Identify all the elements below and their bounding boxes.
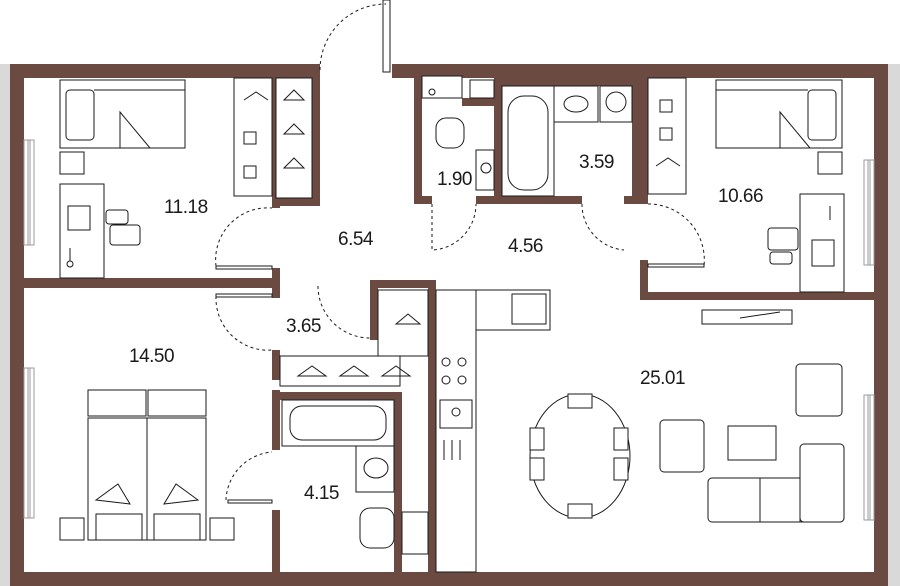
area-label-wc: 1.90 <box>437 169 472 190</box>
wardrobe-fixtures <box>279 289 429 387</box>
area-label-bedroom-2: 10.66 <box>718 186 763 207</box>
living-furniture <box>529 309 845 523</box>
area-label-bathroom-2: 4.15 <box>304 483 339 504</box>
area-label-bedroom-1: 11.18 <box>164 197 208 218</box>
entrance-door <box>319 0 391 73</box>
interior-walls <box>24 64 874 572</box>
room-labels: 11.18 6.54 1.90 3.59 4.56 10.66 3.65 14.… <box>129 152 764 504</box>
area-label-corridor: 6.54 <box>338 229 374 250</box>
area-label-bedroom-3: 14.50 <box>129 346 174 367</box>
windows <box>23 139 875 521</box>
bedroom-1-furniture <box>59 77 313 279</box>
bathroom-1-fixtures <box>501 85 633 197</box>
area-label-hall: 4.56 <box>508 236 543 257</box>
bedroom-2-furniture <box>647 77 845 293</box>
kitchen-fixtures <box>435 289 551 573</box>
outer-walls <box>10 64 888 586</box>
area-label-wardrobe: 3.65 <box>286 316 321 337</box>
interior-doors <box>215 203 705 504</box>
area-label-bathroom-1: 3.59 <box>579 152 614 173</box>
bedroom-3-furniture <box>59 389 235 541</box>
area-label-kitchen-living: 25.01 <box>640 368 685 389</box>
wc-fixtures <box>421 75 495 191</box>
bathroom-2-fixtures <box>281 399 429 555</box>
exterior-markers <box>0 64 900 586</box>
